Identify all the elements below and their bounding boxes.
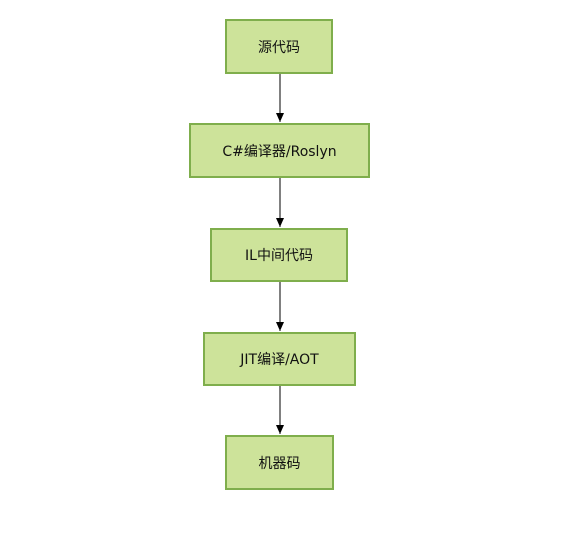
node-il-code: IL中间代码	[210, 228, 348, 282]
node-csharp-compiler-label: C#编译器/Roslyn	[222, 143, 337, 160]
node-jit-aot-label: JIT编译/AOT	[240, 352, 319, 368]
node-il-code-label: IL中间代码	[245, 248, 313, 264]
node-machine-code: 机器码	[225, 435, 334, 490]
node-jit-aot: JIT编译/AOT	[203, 332, 356, 386]
node-source-code-label: 源代码	[258, 39, 300, 56]
node-csharp-compiler: C#编译器/Roslyn	[189, 123, 370, 178]
node-source-code: 源代码	[225, 19, 333, 74]
node-machine-code-label: 机器码	[258, 455, 301, 472]
